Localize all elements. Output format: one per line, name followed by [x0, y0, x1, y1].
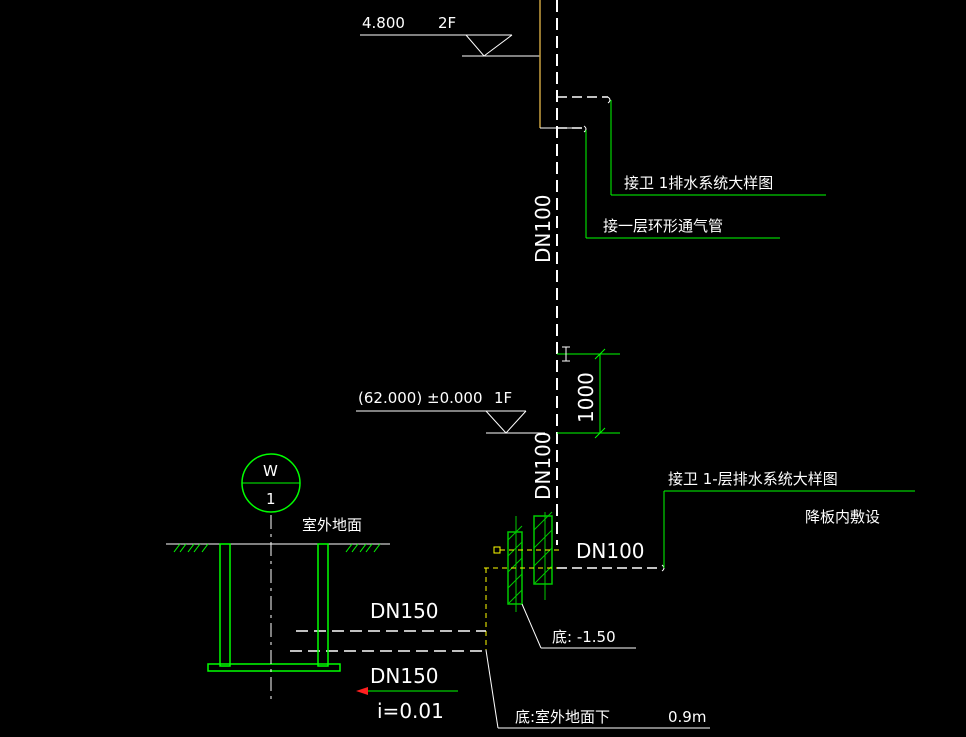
outlet-upper-size: DN150	[370, 599, 439, 623]
note-connect-vent: 接一层环形通气管	[603, 217, 723, 235]
outlet-lower-size: DN150	[370, 664, 439, 688]
inspection-well: W 1	[166, 453, 390, 700]
note-bottom-outdoor: 底:室外地面下	[515, 708, 610, 726]
level-2f-name: 2F	[438, 14, 456, 32]
note-bottom-outdoor-depth: 0.9m	[668, 708, 706, 726]
level-marker-2f: 4.800 2F	[360, 14, 540, 57]
note-bottom-elevation: 底: -1.50	[552, 628, 616, 646]
level-2f-elevation: 4.800	[362, 14, 405, 32]
ground-hatch-left	[173, 543, 209, 553]
note-connect-toilet-1f: 接卫 1-层排水系统大样图	[668, 470, 838, 488]
wall-sleeve	[484, 511, 560, 650]
level-1f-relative: ±0.000	[427, 389, 483, 407]
ground-floor-branch	[557, 490, 915, 572]
height-dimension	[557, 346, 620, 439]
well-label-top: W	[263, 462, 278, 480]
level-marker-1f: (62.000) ±0.000 1F	[356, 389, 545, 434]
outlet-slope: i=0.01	[377, 699, 444, 723]
note-outdoor-ground: 室外地面	[302, 516, 362, 534]
dimension-height: 1000	[574, 372, 598, 423]
note-sunken-slab: 降板内敷设	[805, 508, 880, 526]
bottom-elevation-leaders	[485, 603, 710, 729]
riser-lower-size: DN100	[531, 431, 555, 500]
level-1f-name: 1F	[494, 389, 512, 407]
outlet-pipes	[290, 630, 486, 695]
well-label-bottom: 1	[266, 490, 276, 508]
upper-branches	[557, 96, 826, 239]
branch-size: DN100	[576, 539, 645, 563]
ground-hatch-right	[345, 543, 381, 553]
riser-upper-size: DN100	[531, 194, 555, 263]
level-1f-absolute: (62.000)	[358, 389, 422, 407]
note-connect-toilet-1: 接卫 1排水系统大样图	[624, 174, 773, 192]
